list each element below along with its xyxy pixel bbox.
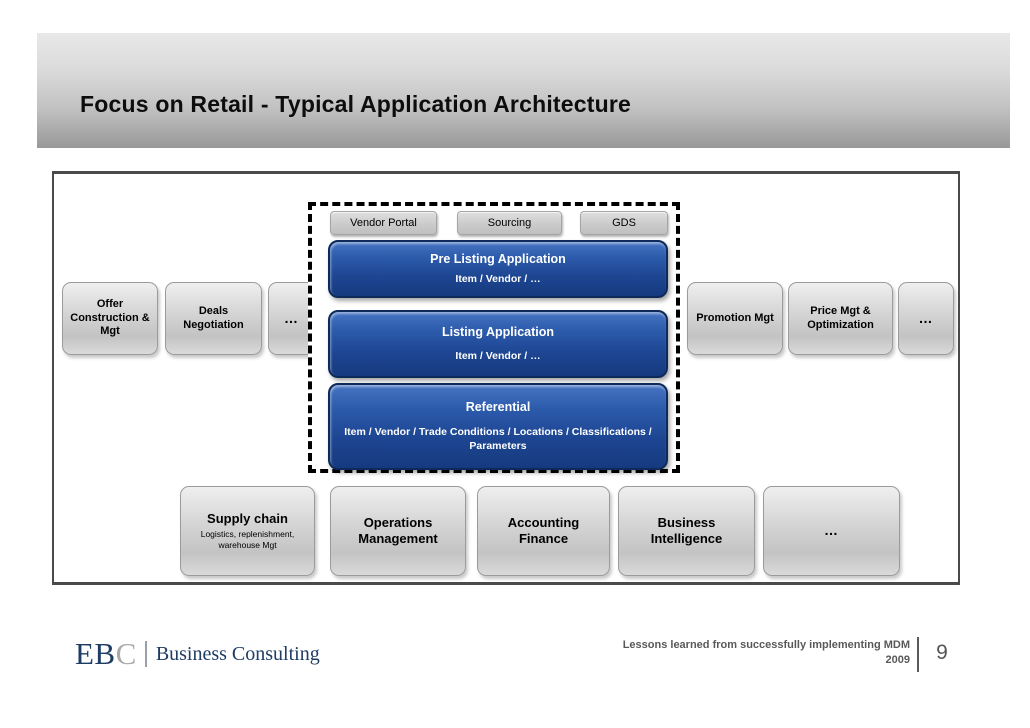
header-band: Focus on Retail - Typical Application Ar… <box>37 33 1010 148</box>
box-pre-listing-application: Pre Listing Application Item / Vendor / … <box>328 240 668 298</box>
app-subtitle: Item / Vendor / … <box>455 349 541 362</box>
box-bottom-ellipsis: … <box>763 486 900 576</box>
footer-tagline-line1: Lessons learned from successfully implem… <box>622 639 910 651</box>
app-subtitle: Item / Vendor / … <box>455 272 541 285</box>
logo-ebc-light: C <box>115 636 137 671</box>
tab-label: Vendor Portal <box>350 217 417 229</box>
tab-gds: GDS <box>580 211 668 235</box>
app-title: Referential <box>465 399 531 414</box>
box-label: Business Intelligence <box>650 514 723 546</box>
box-label: … <box>824 522 839 539</box>
footer-tagline-line2: 2009 <box>885 653 910 666</box>
tab-label: Sourcing <box>487 217 532 229</box>
box-business-intelligence: Business Intelligence <box>618 486 755 576</box>
box-label: … <box>284 309 299 326</box>
box-deals-negotiation: Deals Negotiation <box>165 282 262 355</box>
box-label: Offer Construction & Mgt <box>70 297 150 338</box>
box-accounting-finance: Accounting Finance <box>477 486 610 576</box>
app-title: Pre Listing Application <box>430 251 566 266</box>
box-label: Accounting Finance <box>507 514 580 546</box>
box-operations-management: Operations Management <box>330 486 466 576</box>
box-offer-construction-mgt: Offer Construction & Mgt <box>62 282 158 355</box>
page-title: Focus on Retail - Typical Application Ar… <box>80 91 632 117</box>
box-label: Supply chain <box>207 510 288 526</box>
tab-sourcing: Sourcing <box>457 211 562 235</box>
box-right-ellipsis: … <box>898 282 954 355</box>
footer-divider-line <box>917 637 919 672</box>
box-price-mgt-optimization: Price Mgt & Optimization <box>788 282 893 355</box>
box-sublabel: Logistics, replenishment, warehouse Mgt <box>200 529 295 551</box>
box-left-ellipsis: … <box>268 282 315 355</box>
box-supply-chain: Supply chain Logistics, replenishment, w… <box>180 486 315 576</box>
logo-divider <box>144 641 147 667</box>
logo-company-name: Business Consulting <box>155 642 320 665</box>
company-logo: EBC Business Consulting <box>75 636 320 672</box>
box-label: Operations Management <box>358 514 438 546</box>
page-number: 9 <box>936 641 948 664</box>
box-promotion-mgt: Promotion Mgt <box>687 282 783 355</box>
logo-ebc: EBC <box>75 636 137 672</box>
box-label: Deals Negotiation <box>183 304 244 331</box>
footer-tagline: Lessons learned from successfully implem… <box>490 638 910 668</box>
logo-ebc-dark: EB <box>75 636 116 671</box>
box-listing-application: Listing Application Item / Vendor / … <box>328 310 668 378</box>
box-referential: Referential Item / Vendor / Trade Condit… <box>328 383 668 470</box>
box-label: Price Mgt & Optimization <box>807 304 874 331</box>
box-label: Promotion Mgt <box>696 311 774 324</box>
tab-label: GDS <box>612 217 636 229</box>
tab-vendor-portal: Vendor Portal <box>330 211 437 235</box>
app-title: Listing Application <box>441 325 555 340</box>
box-label: … <box>918 309 934 326</box>
app-subtitle: Item / Vendor / Trade Conditions / Locat… <box>344 425 652 452</box>
